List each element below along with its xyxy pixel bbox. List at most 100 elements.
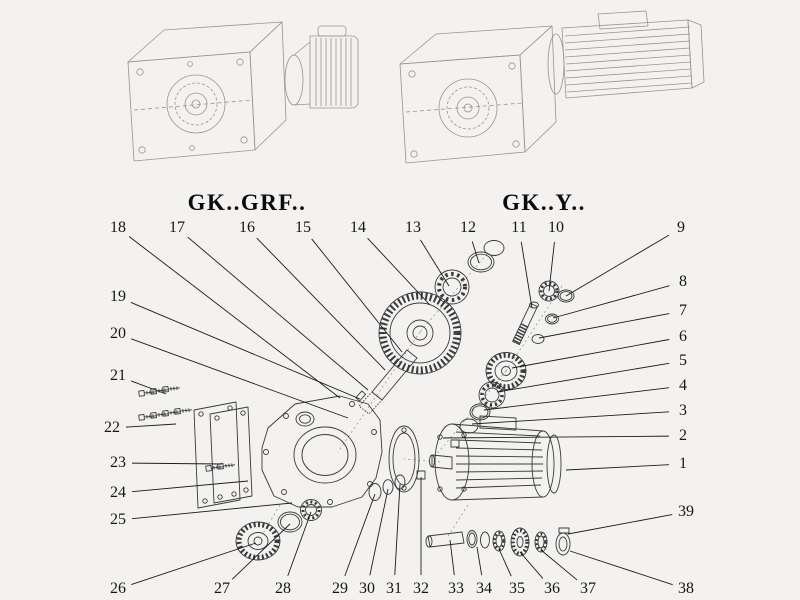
part-number-11: 11 (511, 219, 527, 236)
gearbox-grf-drawing (127, 21, 359, 162)
leader-line-2 (442, 435, 670, 439)
leader-lines (125, 234, 673, 586)
part-number-28: 28 (275, 580, 291, 597)
leader-line-38 (569, 550, 673, 586)
leader-line-21 (130, 380, 167, 395)
part-number-38: 38 (678, 580, 694, 597)
leader-line-34 (476, 546, 483, 576)
leader-line-8 (552, 285, 670, 319)
gear-housing (261, 395, 460, 508)
mounting-flange-plate (209, 406, 253, 504)
part-number-2: 2 (679, 427, 687, 444)
part-number-26: 26 (110, 580, 126, 597)
part-number-8: 8 (679, 273, 687, 290)
part-number-17: 17 (169, 219, 185, 236)
part-number-5: 5 (679, 352, 687, 369)
leader-line-23 (131, 462, 223, 465)
part-number-30: 30 (359, 580, 375, 597)
part-number-1: 1 (679, 455, 687, 472)
exploded-view (138, 240, 575, 561)
leader-line-10 (548, 241, 555, 292)
bevel-pinion-shaft (512, 301, 539, 346)
part-number-9: 9 (677, 219, 685, 236)
leader-line-29 (344, 493, 376, 577)
spacer-ring-7 (531, 334, 545, 344)
leader-line-35 (498, 548, 512, 577)
part-number-13: 13 (405, 219, 421, 236)
part-number-23: 23 (110, 454, 126, 471)
part-number-31: 31 (386, 580, 402, 597)
part-number-6: 6 (679, 328, 687, 345)
part-number-32: 32 (413, 580, 429, 597)
leader-line-26 (131, 542, 257, 585)
part-number-3: 3 (679, 402, 687, 419)
leader-line-27 (231, 523, 291, 580)
part-number-12: 12 (460, 219, 476, 236)
leader-line-22 (125, 423, 177, 428)
retaining-rings-top (467, 240, 505, 273)
leader-line-17 (187, 236, 369, 391)
variant-title-1: GK..GRF.. (187, 190, 307, 215)
leader-line-18 (128, 236, 341, 399)
part-number-18: 18 (110, 219, 126, 236)
part-number-15: 15 (295, 219, 311, 236)
washer-8 (545, 313, 559, 325)
leader-line-36 (519, 551, 544, 579)
leader-line-5 (496, 362, 670, 393)
gearbox-y-drawing (399, 10, 705, 164)
leader-line-11 (520, 241, 533, 309)
main-gear (378, 291, 462, 375)
leader-line-37 (540, 549, 578, 581)
part-number-39: 39 (678, 503, 694, 520)
leader-line-39 (567, 514, 673, 535)
leader-line-3 (471, 411, 670, 425)
part-number-19: 19 (110, 288, 126, 305)
electric-motor (429, 415, 562, 501)
part-number-21: 21 (110, 367, 126, 384)
part-number-33: 33 (448, 580, 464, 597)
pinion-bearing-5 (478, 381, 506, 409)
output-bevel-gear (235, 521, 281, 561)
part-number-20: 20 (110, 325, 126, 342)
leader-line-33 (449, 539, 455, 576)
part-number-4: 4 (679, 377, 687, 394)
output-shaft-assembly (425, 527, 571, 557)
part-number-22: 22 (104, 419, 120, 436)
flange-screws (138, 384, 236, 472)
leader-line-4 (483, 387, 670, 411)
leader-line-19 (130, 302, 361, 400)
variant-title-2: GK..Y.. (502, 190, 586, 215)
part-number-29: 29 (332, 580, 348, 597)
output-shim-ring (277, 511, 303, 533)
leader-line-20 (130, 338, 349, 419)
part-number-10: 10 (548, 219, 564, 236)
part-number-25: 25 (110, 511, 126, 528)
pinion-bearing-10 (538, 280, 560, 302)
mounting-gasket (193, 401, 241, 509)
part-number-36: 36 (544, 580, 560, 597)
leader-line-6 (511, 339, 670, 369)
leader-line-13 (420, 239, 450, 287)
part-number-24: 24 (110, 484, 126, 501)
output-key (558, 527, 570, 534)
leader-line-1 (565, 464, 670, 471)
part-number-16: 16 (239, 219, 255, 236)
leader-line-31 (394, 483, 401, 576)
output-bearing-28 (300, 499, 322, 521)
input-bearing (434, 269, 470, 305)
leader-line-28 (287, 511, 312, 576)
bevel-gear-6 (485, 352, 527, 390)
part-number-7: 7 (679, 302, 687, 319)
part-number-37: 37 (580, 580, 596, 597)
part-number-34: 34 (476, 580, 492, 597)
leader-line-25 (131, 502, 293, 520)
intermediate-shaft (355, 349, 418, 415)
part-number-27: 27 (214, 580, 230, 597)
part-number-14: 14 (350, 219, 366, 236)
leader-line-12 (471, 241, 480, 264)
part-number-35: 35 (509, 580, 525, 597)
leader-line-14 (367, 237, 431, 306)
leader-line-30 (369, 488, 389, 576)
